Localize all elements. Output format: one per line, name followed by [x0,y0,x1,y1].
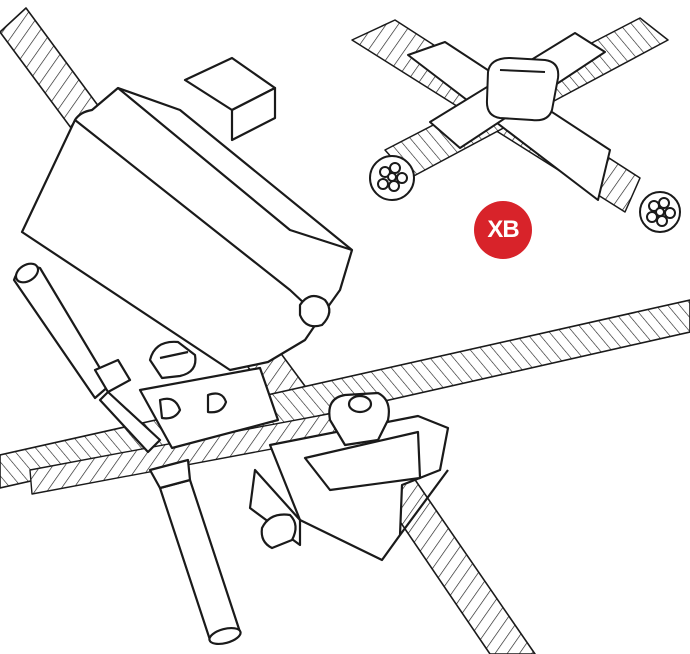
xb-badge: XB [474,201,532,259]
cross-connector-icon [351,17,681,233]
xb-badge-label: XB [487,216,519,243]
clamp-icon [0,7,690,654]
